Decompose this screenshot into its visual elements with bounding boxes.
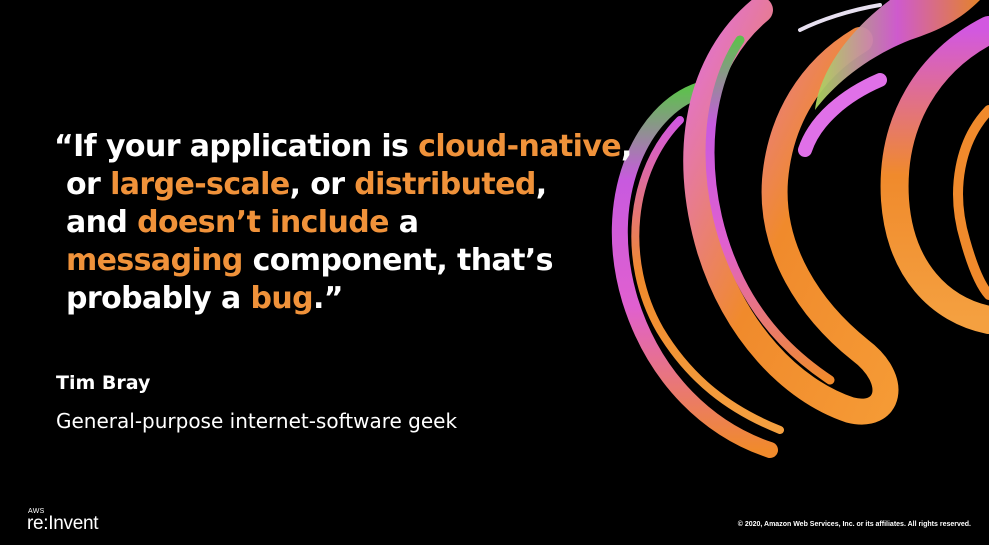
quote-line-2-part-e: , xyxy=(535,167,547,202)
author-title: General-purpose internet-software geek xyxy=(56,409,458,433)
quote-line-2-part-c: , or xyxy=(289,167,355,202)
quote-line-5: probably a bug.” xyxy=(54,280,634,318)
quote-line-2-part-a: or xyxy=(66,167,111,202)
quote-line-3-part-c: a xyxy=(388,205,419,240)
quote-line-1-part-c: , xyxy=(621,129,632,164)
quote-line-3-part-a: and xyxy=(66,205,138,240)
quote-line-5-part-a: probably a xyxy=(66,281,251,316)
quote-line-1: “If your application is cloud-native, xyxy=(54,128,634,166)
highlight-distributed: distributed xyxy=(354,167,536,202)
quote-line-1-part-a: “If your application is xyxy=(54,129,419,164)
highlight-cloud-native: cloud-native xyxy=(418,129,622,164)
quote-text: “If your application is cloud-native, or… xyxy=(54,128,634,318)
quote-line-5-part-c: .” xyxy=(312,281,344,316)
abstract-swirl-art-icon xyxy=(611,0,989,458)
author-name: Tim Bray xyxy=(56,372,151,394)
logo-reinvent-text: re:Invent xyxy=(27,513,99,534)
highlight-messaging: messaging xyxy=(66,243,243,278)
quote-line-3: and doesn’t include a xyxy=(54,204,634,242)
highlight-large-scale: large-scale xyxy=(110,167,290,202)
copyright-notice: © 2020, Amazon Web Services, Inc. or its… xyxy=(737,521,971,528)
quote-line-2: or large-scale, or distributed, xyxy=(54,166,634,204)
quote-line-4: messaging component, that’s xyxy=(54,242,634,280)
highlight-bug: bug xyxy=(250,281,313,316)
quote-line-4-part-b: component, that’s xyxy=(242,243,554,278)
highlight-doesnt-include: doesn’t include xyxy=(137,205,389,240)
logo-aws-text: AWS xyxy=(28,508,45,515)
